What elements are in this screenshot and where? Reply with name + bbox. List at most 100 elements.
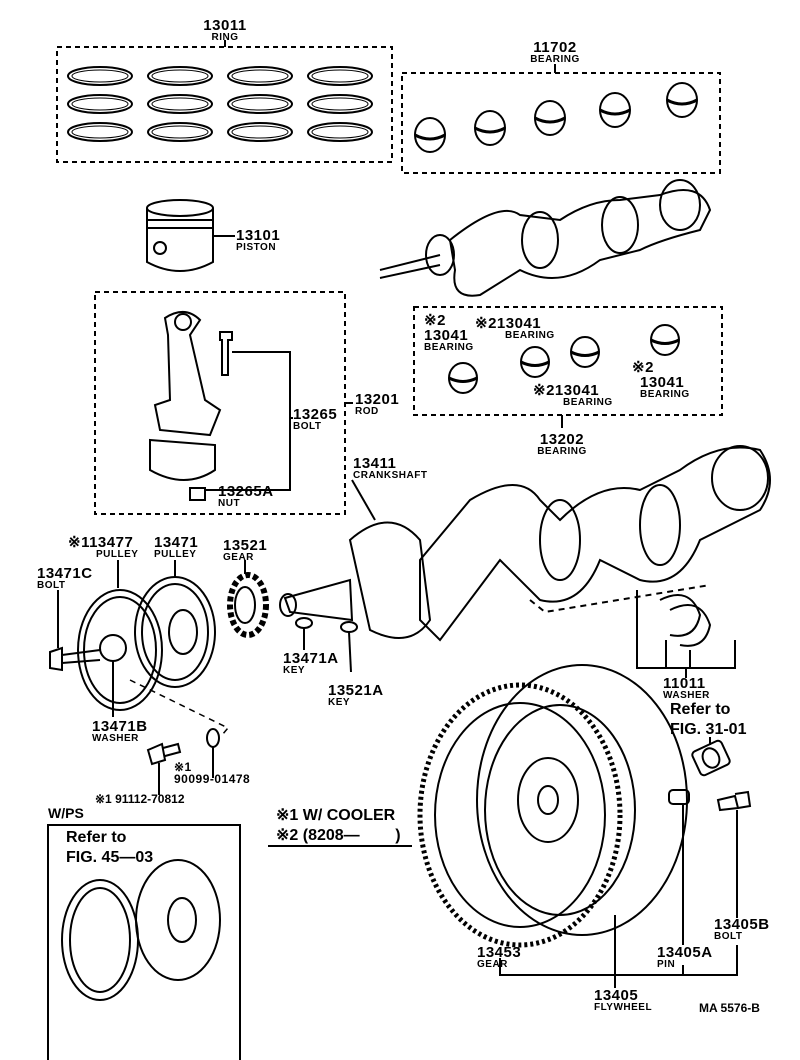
part-number: 13041 [554,382,600,399]
part-number: 13405B [714,916,770,933]
reference-text: Refer to [66,829,127,846]
crankshaft-drawing [279,445,771,642]
part-number: 13521A [328,682,384,699]
part-number: 13202 [539,431,585,448]
part-number: 13471C [37,565,93,582]
part-number: 13471B [92,718,148,735]
piston-ring-icon [227,94,293,114]
bearing-shell-icon [474,110,506,146]
figure-code: MA 5576-B [699,1001,760,1015]
part-name: WASHER [92,733,139,744]
piston-ring-icon [147,66,213,86]
part-name: BOLT [293,421,322,432]
part-number: 13011 [203,17,247,34]
part-name: RING [211,32,239,43]
part-number: 13101 [236,227,281,244]
piston-ring-icon [227,66,293,86]
part-name: NUT [218,498,241,509]
part-name: KEY [283,665,306,676]
note-mark: ※2 [424,312,446,329]
part-number: 13041 [496,315,542,332]
part-name: BEARING [640,389,690,400]
piston-ring-icon [147,122,213,142]
pulley-drawing [49,560,230,795]
part-name: PIN [657,959,676,970]
wps-box-drawing [47,824,241,1060]
bearing-shell-icon [666,82,698,118]
crankshaft-upper-drawing [379,179,712,297]
note-mark: ※2 [632,359,654,376]
note-mark: ※1 [68,534,90,551]
part-number: 13265A [218,483,274,500]
reference-text: Refer to [670,701,731,718]
legend: ※1 W/ COOLER※2 (8208— ) [276,806,401,846]
bearing-shell-icon [414,117,446,153]
part-name: PULLEY [96,549,139,560]
piston-drawing [146,199,235,272]
bearing-shell-icon [448,362,478,394]
part-name: FLYWHEEL [594,1002,653,1013]
bolt-91112-label[interactable]: ※1 91112-70812 [95,793,185,805]
part-number: 13471 [154,534,199,551]
part-name: PISTON [236,242,277,253]
keys-drawing [295,617,358,673]
thrust-washer-drawing [636,590,736,678]
part-number: 13411 [353,455,397,472]
part-name: BEARING [537,446,587,457]
part-number: 13471A [283,650,339,667]
ring-set-drawing [56,40,393,163]
part-name: KEY [328,697,351,708]
rod-set-drawing [94,291,353,515]
bearing-shell-icon [520,346,550,378]
piston-ring-icon [67,66,133,86]
part-number: 13521 [223,537,268,554]
part-number: 13453 [477,944,522,961]
part-number: 11702 [533,39,577,56]
note-mark: ※1 [95,792,112,806]
piston-ring-icon [227,122,293,142]
part-name: GEAR [223,552,254,563]
note-mark: ※1 [174,760,192,774]
piston-ring-icon [147,94,213,114]
piston-ring-icon [307,122,373,142]
piston-ring-icon [307,66,373,86]
part-name: BOLT [714,931,743,942]
piston-ring-icon [307,94,373,114]
part-number: 13405 [594,987,639,1004]
note-mark: ※2 [475,315,497,332]
part-name: BOLT [37,580,66,591]
part-number: 13265 [293,406,338,423]
bearing-shell-icon [650,324,680,356]
wps-title: W/PS [48,805,84,821]
part-name: BEARING [563,397,613,408]
part-number: 11011 [663,675,706,692]
